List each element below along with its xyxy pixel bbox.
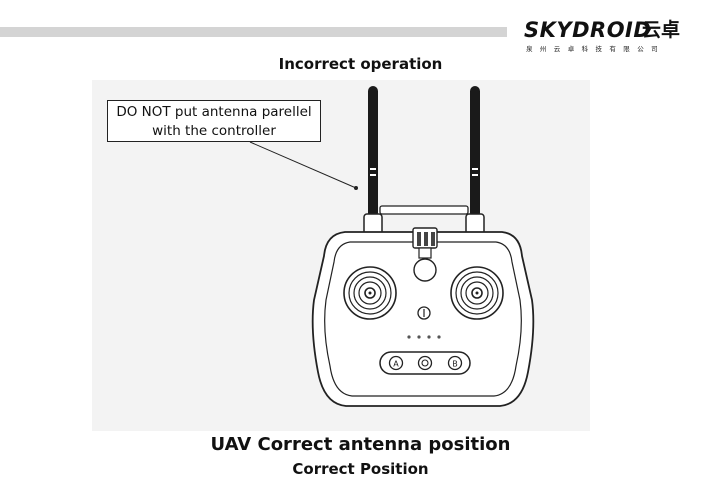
button-center xyxy=(417,355,433,371)
button-a-label: A xyxy=(393,360,399,369)
button-b: B xyxy=(447,355,463,371)
callout-leader-dot xyxy=(354,186,358,190)
logo-chinese-name: 云卓 xyxy=(642,19,681,41)
right-joystick xyxy=(450,266,504,320)
right-antenna xyxy=(465,86,485,237)
antenna-bar xyxy=(379,205,469,215)
header-gray-bar xyxy=(0,27,507,37)
indicator-leds xyxy=(407,335,441,339)
callout-line-1: DO NOT put antenna parellel xyxy=(116,104,312,120)
phone-mount xyxy=(412,227,438,282)
button-a: A xyxy=(388,355,404,371)
warning-callout: DO NOT put antenna parellel with the con… xyxy=(107,100,321,142)
logo-wordmark: SKYDROID xyxy=(524,18,652,42)
left-antenna xyxy=(363,86,383,237)
callout-line-2: with the controller xyxy=(152,123,276,139)
footer-title: UAV Correct antenna position xyxy=(210,434,511,455)
logo-company-name: 泉州云卓科技有限公司 xyxy=(526,45,665,53)
footer-subtitle: Correct Position xyxy=(292,460,429,478)
button-b-label: B xyxy=(452,360,458,369)
left-joystick xyxy=(343,266,397,320)
power-button-icon xyxy=(417,306,431,320)
section-heading: Incorrect operation xyxy=(278,55,443,73)
callout-leader-line xyxy=(249,141,357,189)
skydroid-logo: SKYDROID 云卓 泉州云卓科技有限公司 xyxy=(524,18,714,54)
